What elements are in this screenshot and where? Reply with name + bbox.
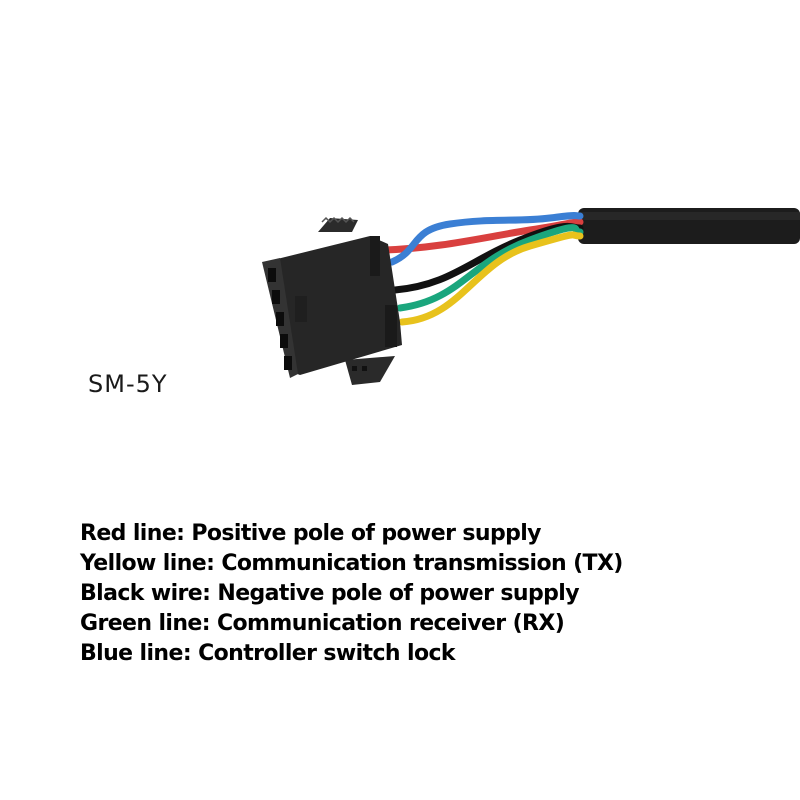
red-wire: [381, 218, 584, 254]
legend-item-blue: Blue line: Controller switch lock: [80, 641, 456, 666]
cable-sheath: [578, 208, 800, 244]
blue-wire: [388, 212, 584, 266]
connector-body: [262, 216, 402, 385]
yellow-wire: [398, 231, 584, 326]
connector-photo: [262, 208, 800, 385]
legend-item-red: Red line: Positive pole of power supply: [80, 521, 542, 546]
green-wire: [396, 224, 584, 312]
wires: [381, 212, 584, 326]
model-label: SM-5Y: [88, 370, 168, 398]
legend-item-green: Green line: Communication receiver (RX): [80, 611, 565, 636]
legend-item-black: Black wire: Negative pole of power suppl…: [80, 581, 580, 606]
wire-legend: Red line: Positive pole of power supply …: [80, 519, 623, 669]
pin-holes: [268, 268, 292, 370]
legend-item-yellow: Yellow line: Communication transmission …: [80, 551, 623, 576]
